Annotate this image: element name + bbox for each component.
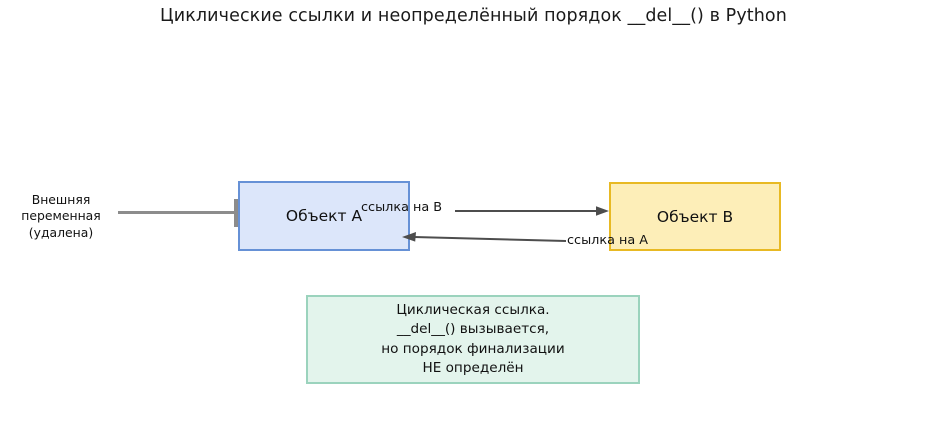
cycle-note-line-2: __del__() вызывается, [396, 321, 550, 337]
external-variable-connector-line [118, 211, 238, 214]
cycle-note-box: Циклическая ссылка. __del__() вызывается… [306, 295, 640, 384]
external-variable-line-3: (удалена) [28, 224, 94, 240]
arrow-b-to-a-icon [402, 232, 567, 242]
diagram-title: Циклические ссылки и неопределённый поря… [160, 6, 787, 26]
external-variable-connector-tick [234, 199, 238, 227]
external-variable-line-2: переменная [21, 208, 101, 224]
arrow-a-to-b-icon [455, 206, 609, 216]
object-b-node: Объект B [609, 182, 781, 251]
external-variable-line-1: Внешняя [31, 192, 91, 207]
cycle-note-line-3: но порядок финализации [381, 340, 565, 357]
external-variable-caption: Внешняя переменная (удалена) [0, 192, 122, 241]
edge-label-reference-to-a: ссылка на A [567, 233, 649, 248]
object-b-label: Объект B [656, 207, 734, 226]
object-a-label: Объект A [285, 207, 363, 225]
cycle-note-line-4: НЕ определён [422, 360, 524, 376]
cycle-note-line-1: Циклическая ссылка. [396, 301, 550, 318]
object-a-node: Объект A [238, 181, 410, 251]
edge-label-reference-to-b: ссылка на B [361, 200, 443, 215]
